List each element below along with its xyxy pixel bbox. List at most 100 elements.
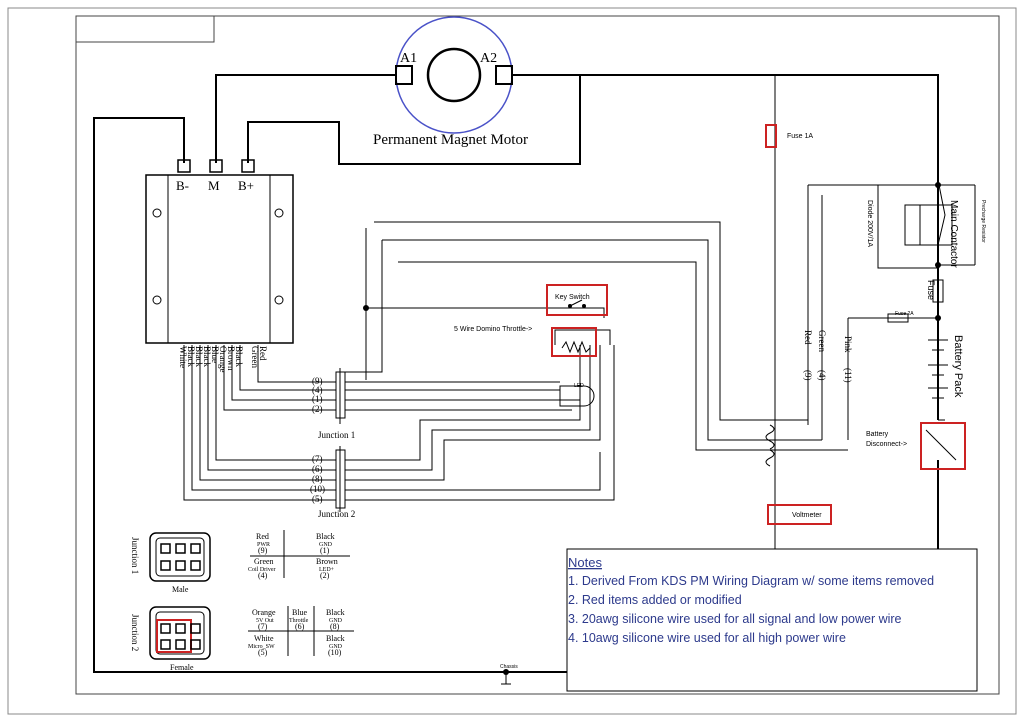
signal-wires (183, 75, 976, 556)
wire-label: Black (202, 346, 212, 367)
legend-j1-black-num: (1) (320, 546, 330, 555)
legend-j1-red-num: (9) (258, 546, 268, 555)
voltmeter-highlight (767, 504, 832, 525)
legend-j1-brown-sub: LED+ (319, 567, 335, 573)
junction2-pin: (10) (310, 484, 325, 494)
note-item: 1. Derived From KDS PM Wiring Diagram w/… (568, 574, 934, 588)
wire-label: Red (258, 346, 268, 361)
diode-label: Diode 200V/1A (866, 200, 873, 247)
legend-j2-side-label: Junction 2 (130, 614, 140, 651)
title-block (75, 15, 215, 43)
legend-j2-white-num: (5) (258, 648, 268, 657)
key-switch-symbol (568, 299, 586, 308)
legend-j1-black: Black (316, 532, 335, 541)
fuse-1a-label: Fuse 1A (787, 133, 813, 140)
fuse-2a-label: Fuse 2A (895, 311, 914, 317)
note-item: 2. Red items added or modified (568, 593, 742, 607)
legend-j2-blue-num: (6) (295, 622, 305, 631)
throttle-label: 5 Wire Domino Throttle-> (454, 326, 532, 333)
wire-label: Black (234, 346, 244, 367)
motor-label: Permanent Magnet Motor (373, 132, 528, 148)
legend-junction-2: Junction 2 Female Orange 5V Out (7) Blue… (130, 606, 354, 672)
battery-disconnect-label-2: Disconnect-> (866, 441, 907, 448)
controller-wire-labels: White Black Black Black Blue Orange Brow… (178, 346, 268, 373)
right-wire-green: Green (817, 330, 827, 352)
wire-label: Blue (210, 346, 220, 363)
legend-j2-black2-sub: GND (329, 644, 343, 650)
battery-pack-label: Battery Pack (952, 335, 964, 398)
outer-border (7, 7, 1017, 715)
right-wire-pink-num: (11) (843, 368, 853, 383)
right-wire-green-num: (4) (817, 370, 827, 381)
wire-label: Brown (226, 346, 236, 371)
motor-controller: B- M B+ (145, 159, 294, 344)
right-wire-red-num: (9) (803, 370, 813, 381)
chassis-ground-icon (501, 672, 511, 685)
led-label: LED (574, 383, 584, 389)
precharge-label: Precharge Resistor (980, 200, 986, 243)
legend-j2-orange-num: (7) (258, 622, 268, 631)
battery-disconnect-label-1: Battery (866, 431, 889, 438)
red-highlights (546, 124, 966, 525)
legend-j2-black1-sub: GND (329, 618, 343, 624)
chassis-label: Chassis (500, 664, 518, 670)
legend-j1-red-sub: PWR (257, 542, 270, 548)
junction1-pin: (9) (312, 376, 323, 386)
legend-j2-orange-sub: 5V Out (256, 618, 274, 624)
junction1-pin: (1) (312, 394, 323, 404)
controller-terminal-m: M (208, 178, 220, 193)
fuse-label: Fuse (926, 280, 936, 300)
right-wire-red: Red (803, 330, 813, 345)
legend-j2-white-sub: Micro_SW (248, 644, 275, 650)
junction1-label: Junction 1 (318, 430, 355, 440)
junction2-pin: (8) (312, 474, 323, 484)
legend-j1-connector-label: Male (172, 585, 189, 594)
motor-terminal-a1: A1 (400, 51, 417, 66)
junction1-pin: (2) (312, 404, 323, 414)
throttle-highlight (551, 327, 597, 357)
junction2-pin: (5) (312, 494, 323, 504)
legend-j2-connector-label: Female (170, 663, 194, 672)
legend-j1-brown: Brown (316, 557, 338, 566)
legend-junction-1: Junction 1 Male Red PWR (9) Black GND (1… (130, 530, 350, 594)
motor-circle (395, 16, 513, 134)
main-contactor-label: Main Contactor (948, 200, 959, 268)
note-item: 3. 20awg silicone wire used for all sign… (568, 612, 902, 626)
junction-2: (7) (6) (8) (10) (5) Junction 2 (310, 446, 355, 519)
motor: A1 A2 Permanent Magnet Motor (373, 16, 528, 148)
wire-label: Orange (218, 346, 228, 373)
note-item: 4. 10awg silicone wire used for all high… (568, 631, 846, 645)
key-switch-highlight (546, 284, 608, 316)
legend-j2-white: White (254, 634, 274, 643)
wire-label: Black (194, 346, 204, 367)
junction-1: (9) (4) (1) (2) Junction 1 (312, 368, 355, 440)
voltmeter-label: Voltmeter (792, 512, 822, 519)
legend-j1-green: Green (254, 557, 274, 566)
controller-terminal-bpos: B+ (238, 178, 254, 193)
wire-label: Black (186, 346, 196, 367)
drawing-border (75, 15, 1000, 695)
legend-j1-green-sub: Coil Driver (248, 567, 276, 573)
junction2-pin: (7) (312, 454, 323, 464)
junction2-label: Junction 2 (318, 509, 355, 519)
junction2-pin: (6) (312, 464, 323, 474)
fuse-1a-highlight (765, 124, 777, 148)
wire-label: White (178, 346, 188, 368)
legend-j1-brown-num: (2) (320, 571, 330, 580)
legend-j1-red: Red (256, 532, 269, 541)
notes-title: Notes (568, 555, 602, 570)
junction1-pin: (4) (312, 385, 323, 395)
legend-j2-orange: Orange (252, 608, 276, 617)
legend-j2-blue: Blue (292, 608, 308, 617)
legend-j2-blue-sub: Throttle (289, 618, 309, 624)
legend-j2-black1-num: (8) (330, 622, 340, 631)
battery-disconnect-highlight (920, 422, 966, 470)
notes-box: Notes 1. Derived From KDS PM Wiring Diag… (566, 548, 978, 692)
motor-terminal-a2: A2 (480, 51, 497, 66)
legend-j2-black1: Black (326, 608, 345, 617)
wire-label: Green (250, 346, 260, 368)
legend-j1-side-label: Junction 1 (130, 537, 140, 574)
legend-j1-green-num: (4) (258, 571, 268, 580)
legend-j1-black-sub: GND (319, 542, 333, 548)
